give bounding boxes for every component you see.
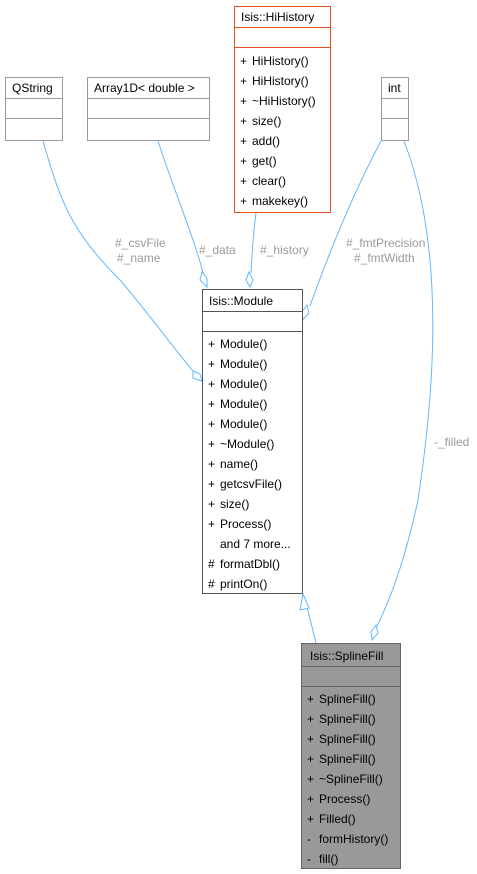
attributes-section [6,98,62,118]
method-item[interactable]: +size() [208,497,250,511]
method-item[interactable]: +~SplineFill() [307,772,383,786]
method-item[interactable]: +~Module() [208,437,275,451]
attributes-section [88,98,209,118]
method-item[interactable]: +Process() [208,517,272,531]
edge-inheritance [306,606,317,644]
method-item[interactable]: #formatDbl() [208,557,281,571]
methods-section: +HiHistory() +HiHistory() +~HiHistory() … [235,47,330,211]
method-item[interactable]: +~HiHistory() [240,94,316,108]
diamond-hihistory-module [245,270,254,289]
edge-int-splinefill [376,140,434,627]
class-int[interactable]: int [381,77,409,141]
edge-label-name: #_name [117,251,161,265]
class-title: QString [12,81,53,95]
method-item[interactable]: +SplineFill() [307,732,376,746]
method-item[interactable]: +SplineFill() [307,712,376,726]
method-item[interactable]: +Module() [208,377,268,391]
edge-label-history: #_history [260,243,309,257]
class-title: int [388,81,401,95]
methods-section [88,118,209,138]
diamond-int-splinefill [370,623,379,642]
method-item[interactable]: +Module() [208,337,268,351]
methods-section [6,118,62,138]
method-item[interactable]: +get() [240,154,277,168]
method-item[interactable]: +Process() [307,792,371,806]
edge-label-filled: -_filled [434,435,470,449]
method-item[interactable]: +getcsvFile() [208,477,283,491]
edge-label-csvfile: #_csvFile [115,236,166,250]
method-item[interactable]: +SplineFill() [307,692,376,706]
class-hihistory[interactable]: Isis::HiHistory +HiHistory() +HiHistory(… [234,6,331,213]
method-item[interactable]: -fill() [307,852,339,866]
class-title: Isis::Module [209,294,274,308]
diamond-int-module [301,303,310,322]
methods-section: +Module() +Module() +Module() +Module() … [203,331,302,594]
edge-array1d-module [157,140,204,274]
methods-section [382,118,408,138]
class-qstring[interactable]: QString [5,77,63,141]
attributes-section [235,27,330,47]
method-item[interactable]: +Module() [208,397,268,411]
more-link[interactable]: and 7 more... [220,537,291,551]
method-item[interactable]: +Module() [208,417,268,431]
class-title: Isis::SplineFill [310,649,384,663]
edge-label-fmtwidth: #_fmtWidth [354,251,415,265]
method-item[interactable]: +Module() [208,357,268,371]
class-splinefill[interactable]: Isis::SplineFill +SplineFill() +SplineFi… [301,643,401,869]
method-item[interactable]: +makekey() [240,194,309,208]
method-item[interactable]: +HiHistory() [240,74,309,88]
edge-qstring-module [42,140,194,372]
class-array1d[interactable]: Array1D< double > [87,77,210,141]
edge-label-data: #_data [199,243,236,257]
method-item[interactable]: +Filled() [307,812,356,826]
method-item[interactable]: +clear() [240,174,287,188]
attributes-section [203,311,302,331]
edge-hihistory-module [250,212,257,274]
method-item[interactable]: #printOn() [208,577,268,591]
edge-int-module [309,140,382,307]
inheritance-arrow [299,592,310,611]
methods-section: +SplineFill() +SplineFill() +SplineFill(… [302,686,400,869]
method-item[interactable]: +add() [240,134,281,148]
edge-label-fmtprecision: #_fmtPrecision [346,236,426,250]
method-item[interactable]: +name() [208,457,259,471]
attributes-section [382,98,408,118]
method-item[interactable]: +SplineFill() [307,752,376,766]
class-title: Isis::HiHistory [241,10,315,24]
diamond-qstring-module [192,370,203,382]
method-item[interactable]: +size() [240,114,282,128]
class-module[interactable]: Isis::Module +Module() +Module() +Module… [202,289,303,594]
diamond-array1d-module [199,270,208,289]
method-item[interactable]: +HiHistory() [240,54,309,68]
attributes-section [302,666,400,686]
method-item[interactable]: -formHistory() [307,832,389,846]
class-title: Array1D< double > [94,81,195,95]
